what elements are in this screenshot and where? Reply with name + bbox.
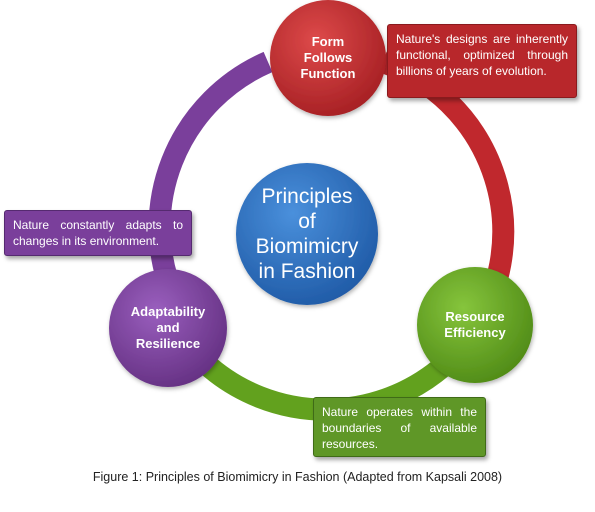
node-label-form: Form Follows Function: [300, 34, 356, 81]
callout-form: Nature's designs are inherently function…: [387, 24, 577, 98]
ring-arc-left: [148, 51, 273, 305]
node-label-adapt: Adaptability and Resilience: [130, 304, 206, 351]
node-label-resource: Resource Efficiency: [444, 309, 506, 340]
figure-caption: Figure 1: Principles of Biomimicry in Fa…: [92, 470, 503, 484]
callout-adapt: Nature constantly adapts to changes in i…: [4, 210, 192, 256]
callout-resource: Nature operates within the boundaries of…: [313, 397, 486, 457]
center-label: Principles of Biomimicry in Fashion: [255, 185, 359, 283]
node-resource-efficiency: [417, 267, 533, 383]
center-circle: [236, 163, 378, 305]
node-form-follows-function: [270, 0, 386, 116]
node-adaptability-resilience: [109, 269, 227, 387]
